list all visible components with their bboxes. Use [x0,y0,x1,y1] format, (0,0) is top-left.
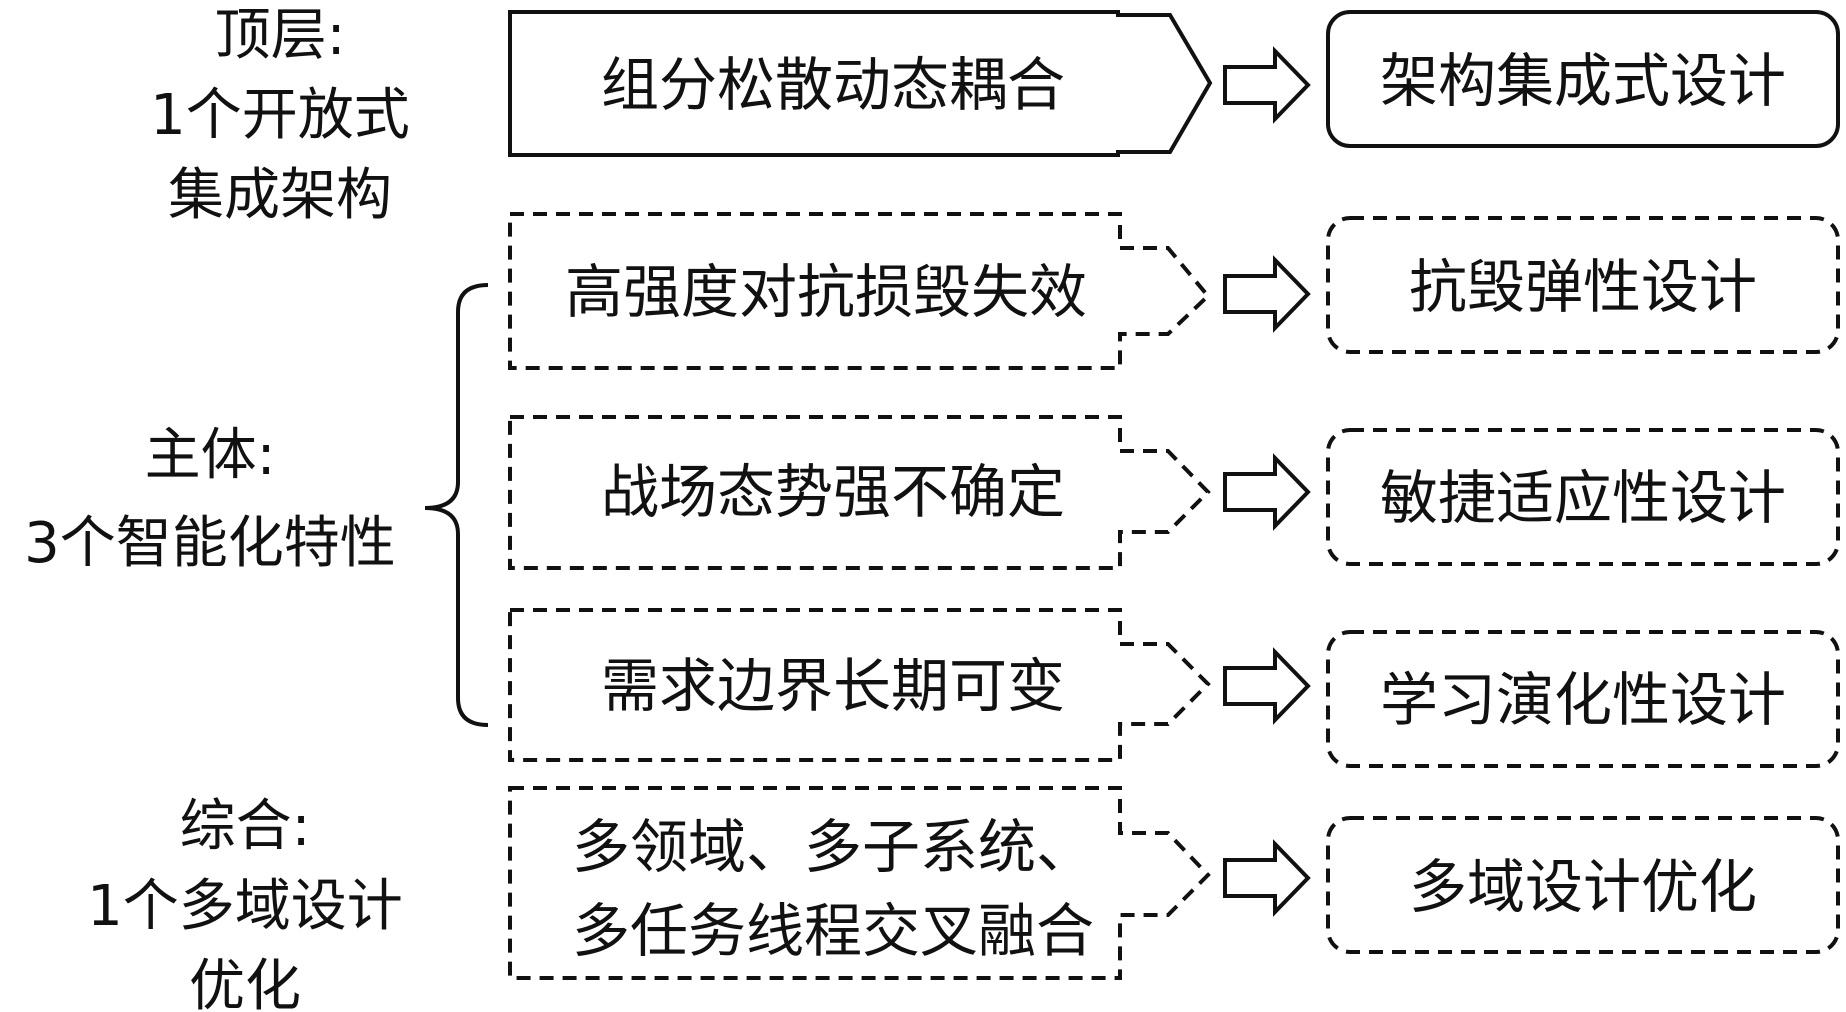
challenge-text-variable: 需求边界长期可变 [601,652,1065,720]
arrow-icon [1223,839,1311,917]
category-main-line1: 主体: [145,423,276,488]
challenge-text-coupling: 组分松散动态耦合 [601,51,1065,119]
design-text-resilience: 抗毁弹性设计 [1409,253,1757,321]
main-group-brace [424,283,489,727]
category-integrated: 综合: 1个多域设计 优化 [87,794,403,1012]
design-text-multidomain: 多域设计优化 [1409,853,1757,921]
category-integrated-line3: 优化 [189,954,301,1012]
arrow-icon [1223,647,1311,725]
category-main-line2: 3个智能化特性 [24,511,396,576]
challenge-text-uncertainty: 战场态势强不确定 [601,458,1065,526]
category-integrated-line2: 1个多域设计 [87,874,403,939]
category-main: 主体: 3个智能化特性 [24,423,396,576]
arrow-icon [1223,255,1311,333]
challenge-text-resistance: 高强度对抗损毁失效 [565,258,1087,326]
design-text-agility: 敏捷适应性设计 [1380,464,1786,532]
challenge-box-uncertainty [508,415,1211,570]
design-box-multidomain [1326,816,1840,954]
arrow-icon [1223,46,1311,124]
category-top-line3: 集成架构 [168,163,392,228]
category-integrated-line1: 综合: [180,794,311,859]
challenge-box-fusion [508,786,1211,980]
arrow-icon [1223,453,1311,531]
category-top-line2: 1个开放式 [150,83,410,148]
category-top: 顶层: 1个开放式 集成架构 [150,3,410,228]
design-box-evolution [1326,630,1840,768]
challenge-box-variable [508,608,1211,762]
design-text-evolution: 学习演化性设计 [1380,666,1786,734]
design-text-integrated: 架构集成式设计 [1380,47,1786,115]
design-box-resilience [1326,216,1840,354]
challenge-box-coupling [508,10,1213,157]
challenge-text-fusion-line1: 多领域、多子系统、 [572,813,1094,881]
design-box-agility [1326,428,1840,566]
category-top-line1: 顶层: [215,3,346,68]
challenge-box-resistance [508,212,1211,370]
challenge-text-fusion-line2: 多任务线程交叉融合 [572,897,1094,965]
design-box-integrated [1326,10,1840,148]
